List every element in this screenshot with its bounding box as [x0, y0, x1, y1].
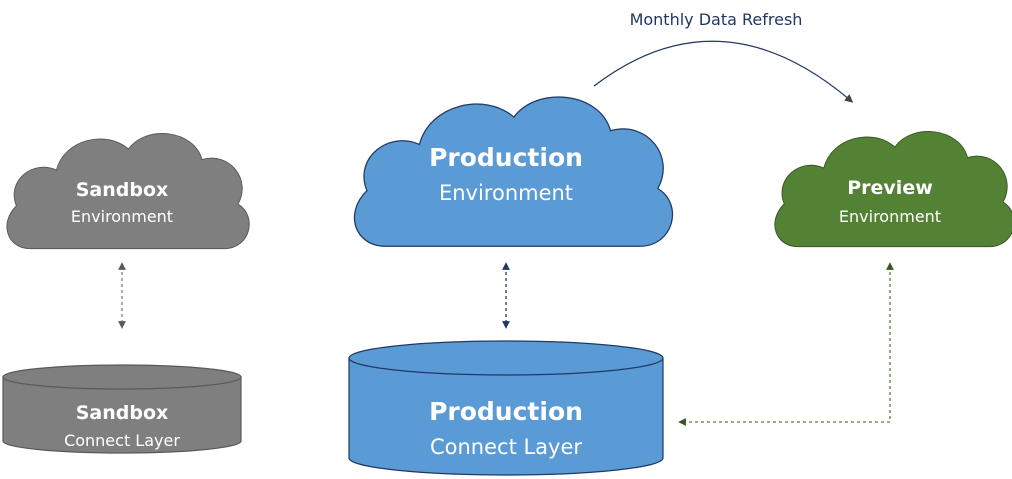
preview-env-title: Preview: [847, 177, 933, 199]
production-env-subtitle: Environment: [439, 181, 573, 205]
production-env-title: Production: [429, 143, 583, 172]
production-db-subtitle: Connect Layer: [430, 435, 582, 459]
preview-env-subtitle: Environment: [839, 207, 941, 226]
production-environment-cloud: Production Environment: [353, 96, 674, 247]
sandbox-db-title: Sandbox: [76, 402, 169, 424]
sandbox-env-title: Sandbox: [76, 179, 169, 201]
sandbox-env-subtitle: Environment: [71, 207, 173, 226]
sandbox-db-subtitle: Connect Layer: [64, 431, 180, 450]
production-db-title: Production: [429, 397, 583, 426]
sandbox-environment-cloud: Sandbox Environment: [6, 133, 250, 250]
sandbox-connect-layer-cylinder: Sandbox Connect Layer: [2, 364, 242, 454]
production-connect-layer-cylinder: Production Connect Layer: [348, 340, 664, 476]
preview-to-production-arrow: [678, 262, 894, 426]
refresh-label: Monthly Data Refresh: [630, 10, 803, 29]
preview-environment-cloud: Preview Environment: [774, 131, 1012, 248]
refresh-arrow: [593, 40, 854, 103]
